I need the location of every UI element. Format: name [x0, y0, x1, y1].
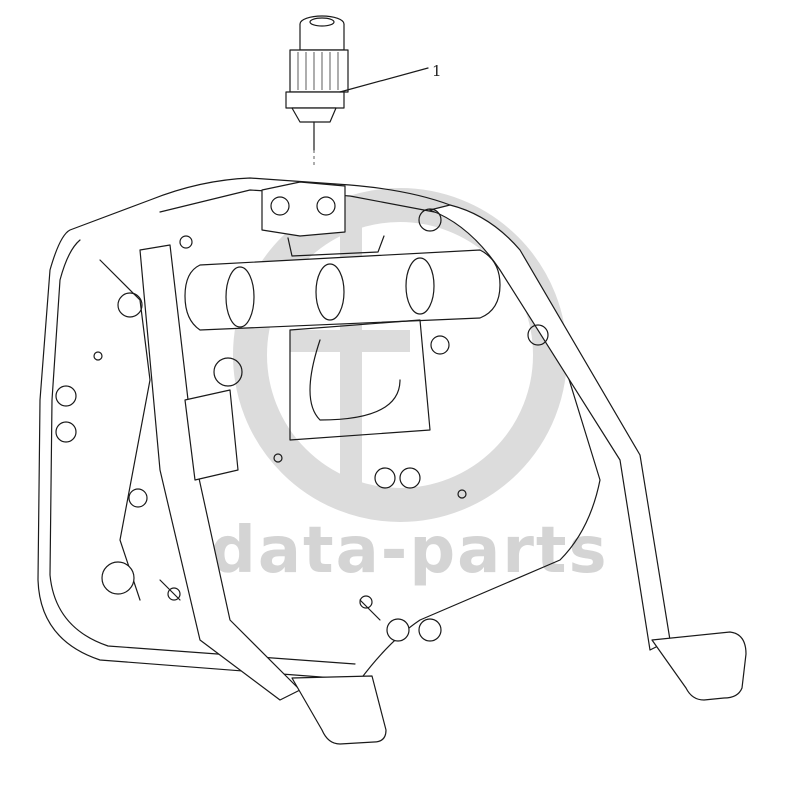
pedal-switch-sensor-icon: [285, 15, 349, 165]
pedal-box-assembly-icon: [37, 177, 747, 745]
watermark-text: data-parts: [210, 514, 609, 588]
callout-1: 1: [339, 62, 442, 93]
callout-number: 1: [432, 62, 442, 80]
